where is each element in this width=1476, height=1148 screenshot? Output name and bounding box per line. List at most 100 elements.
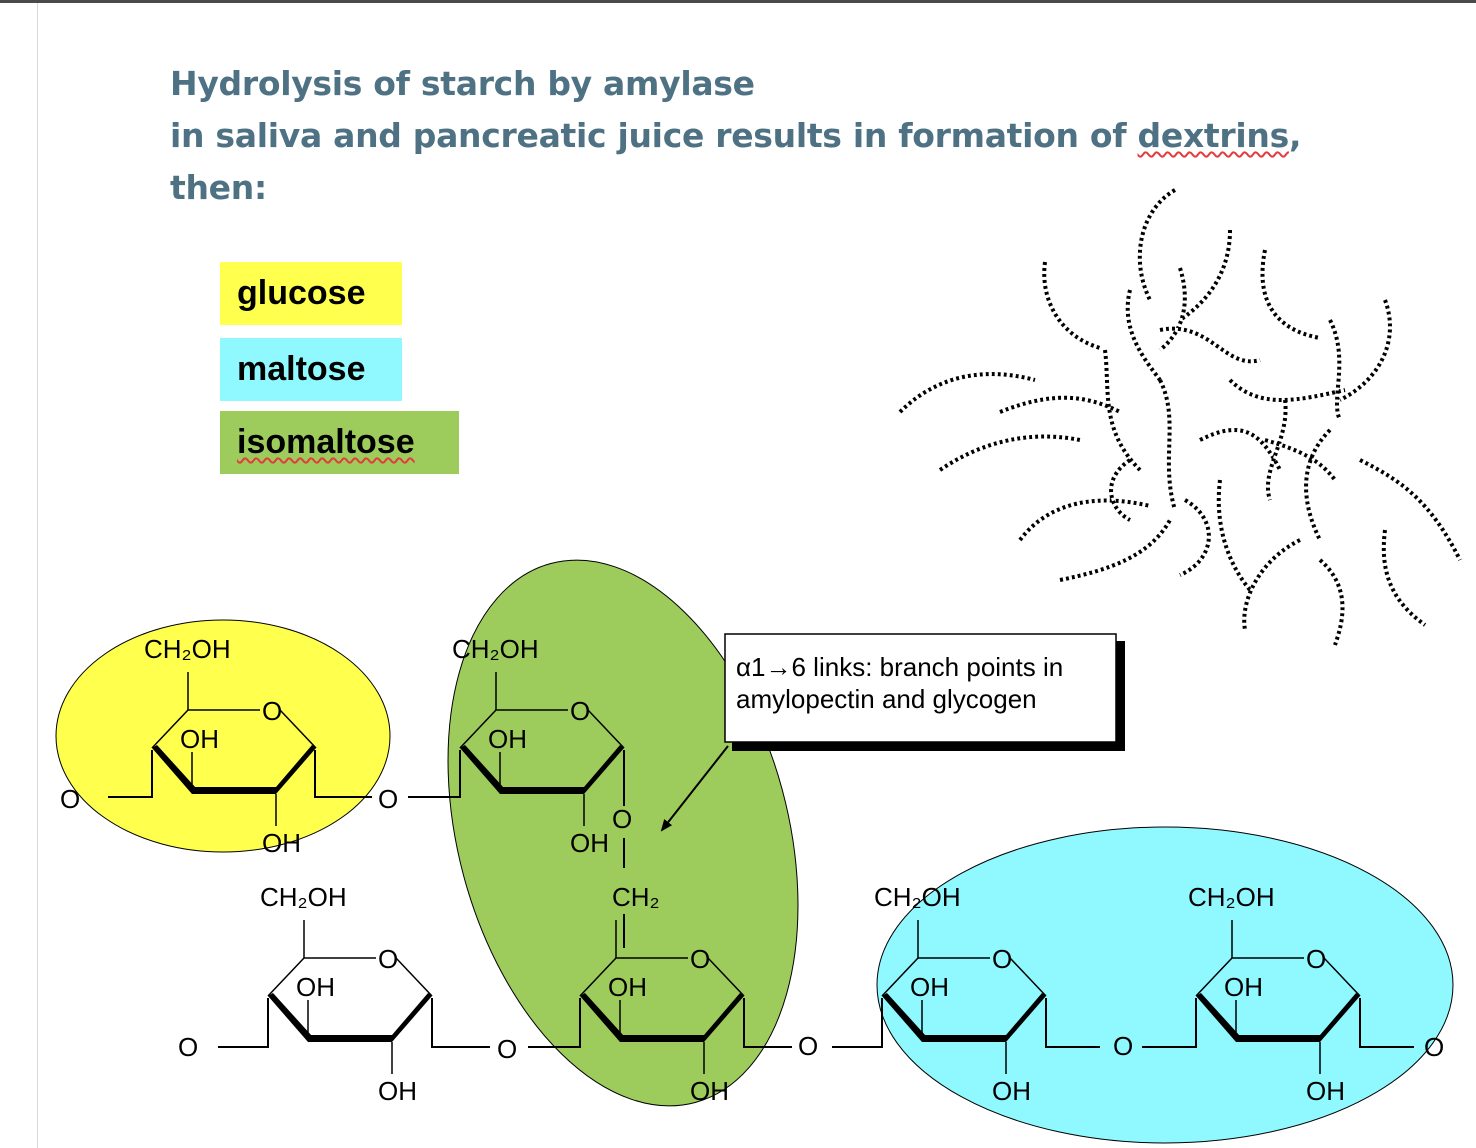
bond-left-lower-start [218,998,269,1048]
bond-o-ring4-ring5: O [798,1031,818,1061]
bond-o-to-ring2 [408,750,461,798]
glycogen-chain-17 [1216,479,1252,592]
callout-arrow [660,745,729,832]
glucose-ring-3: O CH₂OH OH OH [260,882,433,1106]
glucose-highlight [55,619,391,853]
title-line-2-suffix: , [1288,116,1302,155]
glycogen-chain-12 [1159,326,1261,364]
glycogen-chain-10 [1103,349,1142,472]
bond-o-ring3-ring4: O [497,1034,517,1064]
glycogen-chain-1 [938,434,1081,472]
isomaltose-highlight [447,559,799,1107]
glucose-ring-4: O OH OH [579,920,745,1106]
bond-oxygen-labels: O O O CH₂ O O O O O [60,784,1444,1064]
bond-ring3-to-o [431,998,490,1048]
glycogen-chain-7 [1178,229,1232,322]
glycogen-chain-9 [1158,267,1187,352]
glucose-ring-6-ch2oh: CH₂OH [1188,882,1275,912]
bond-o-right-end: O [1424,1032,1444,1062]
title-word-dextrins: dextrins [1137,116,1290,155]
glycogen-chain-3 [1059,519,1172,582]
bond-ring6-to-o [1359,998,1414,1048]
glucose-ring-6-oh-c3: OH [1224,972,1263,1002]
glucose-ring-2-ring-oxygen: O [570,696,590,726]
bond-o-to-ring4 [528,998,581,1048]
bond-ring4-to-o [743,998,792,1048]
glycogen-chain-23 [1242,538,1301,631]
window-top-border [0,0,1476,3]
callout-box [724,633,1117,743]
title-line-2: in saliva and pancreatic juice results i… [170,110,1301,162]
glycogen-chain-22 [1359,458,1462,561]
glucose-ring-1-oh-c2: OH [262,828,301,858]
glycosidic-bonds [108,750,1414,1048]
glucose-ring-5-ch2oh: CH₂OH [874,882,961,912]
glycogen-chain-14 [1228,378,1346,402]
callout-line-2: amylopectin and glycogen [736,684,1037,714]
glycogen-chain-19 [1328,319,1342,421]
legend-isomaltose: isomaltose [220,411,459,474]
title-line-3: then: [170,168,267,207]
glycogen-chain-0 [898,372,1036,414]
title-line-1: Hydrolysis of starch by amylase [170,64,755,103]
glucose-ring-1-ch2oh: CH₂OH [144,634,231,664]
bond-o-left-bottom: O [178,1032,198,1062]
glycogen-chain-6 [1137,188,1177,301]
glucose-ring-6: O CH₂OH OH OH [1188,882,1361,1106]
glycogen-chain-27 [1109,458,1132,522]
bond-ring5-to-o [1045,998,1100,1048]
glycogen-chain-8 [1260,249,1321,340]
glycogen-chain-26 [1264,438,1337,482]
glucose-ring-1-ring-oxygen: O [262,696,282,726]
bond-o-ring5-ring6: O [1113,1031,1133,1061]
legend-maltose-label: maltose [237,350,366,388]
legend-glucose-label: glucose [237,274,366,312]
slide-title: Hydrolysis of starch by amylase in saliv… [170,58,1301,214]
title-line-2-prefix: in saliva and pancreatic juice results i… [170,116,1138,155]
glucose-ring-1-oh-c3: OH [180,724,219,754]
glycogen-chain-18 [1266,399,1288,501]
legend-glucose: glucose [220,262,402,325]
glucose-ring-5-oh-c2: OH [992,1076,1031,1106]
glucose-ring-3-oh-c3: OH [296,972,335,1002]
glucose-ring-1: O CH₂OH OH OH [144,634,317,858]
glucose-ring-2-oh-c2: OH [570,828,609,858]
bond-o-branch: O [612,804,632,834]
glucose-ring-3-oh-c2: OH [378,1076,417,1106]
glucose-ring-4-ring-oxygen: O [690,944,710,974]
glucose-ring-2-ch2oh: CH₂OH [452,634,539,664]
maltose-highlight [876,826,1454,1144]
glucose-ring-5: O CH₂OH OH OH [874,882,1047,1106]
glycogen-chain-16 [1179,498,1211,577]
glycogen-chain-11 [1125,289,1162,382]
glucose-ring-5-oh-c3: OH [910,972,949,1002]
glycogen-branch-illustration [898,188,1462,646]
glycogen-chain-20 [1339,299,1392,402]
glucose-ring-6-oh-c2: OH [1306,1076,1345,1106]
glycogen-chain-13 [1158,379,1177,511]
glucose-ring-3-ch2oh: CH₂OH [260,882,347,912]
callout-line-1: α1→6 links: branch points in [736,652,1063,682]
bond-o-glucose-right: O [378,784,398,814]
glycogen-chain-21 [1304,428,1332,541]
glucose-residues: OCH₂OHOHOHOCH₂OHOHOHOCH₂OHOHOHOOHOHOCH₂O… [144,634,1361,1106]
glycogen-chain-24 [1318,558,1345,646]
glucose-ring-6-ring-oxygen: O [1306,944,1326,974]
glucose-ring-4-oh-c3: OH [608,972,647,1002]
bond-o-left-top: O [60,784,80,814]
glycogen-chain-25 [1381,529,1427,627]
bond-o-to-ring6 [1142,998,1197,1048]
legend-maltose: maltose [220,338,402,401]
glucose-ring-4-oh-c2: OH [690,1076,729,1106]
glycogen-chain-5 [1042,261,1101,350]
label-ch2: CH₂ [612,882,660,912]
glucose-ring-5-ring-oxygen: O [992,944,1012,974]
glucose-ring-2-oh-c3: OH [488,724,527,754]
bond-left-chain-start [108,750,153,798]
glucose-ring-3-ring-oxygen: O [378,944,398,974]
bond-ring1-to-o [314,750,372,798]
slide-left-edge [37,3,38,1148]
legend-isomaltose-label: isomaltose [237,423,415,461]
glucose-ring-2: O CH₂OH OH OH [452,634,625,858]
